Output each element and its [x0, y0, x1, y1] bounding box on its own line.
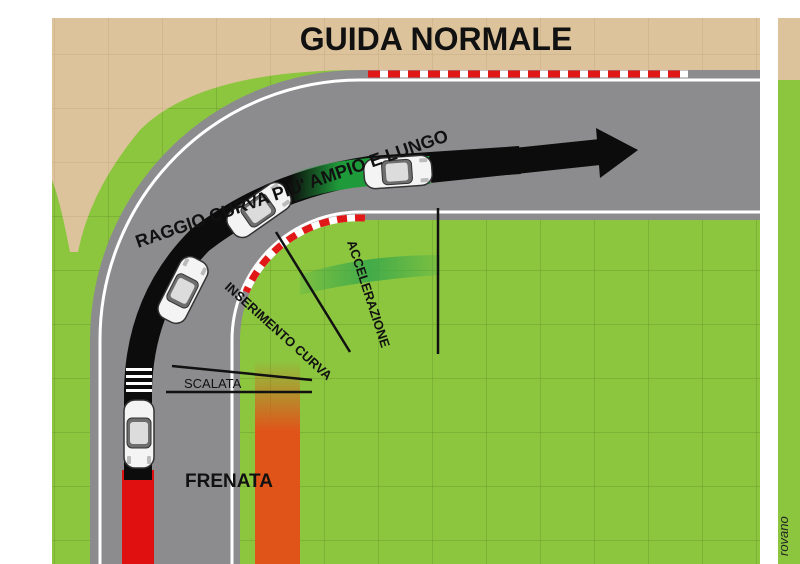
outer-edge-line	[98, 78, 760, 564]
right-edge-strip	[778, 18, 800, 564]
braking-band	[122, 470, 154, 564]
downshift-marker-top	[171, 364, 313, 382]
credit-text: rovano	[776, 516, 791, 556]
inner-curb	[242, 214, 366, 294]
arrow-head-icon	[596, 128, 638, 178]
turn-in-marker	[274, 231, 352, 353]
trajectory-arrow-shaft	[428, 139, 602, 183]
downshift-label: SCALATA	[184, 376, 242, 391]
inner-braking-band	[255, 360, 300, 564]
inner-edge-line	[230, 210, 760, 564]
car-icon	[123, 399, 155, 469]
track-map: RAGGIO CURVA PIU' AMPIO E LUNGO INSERIME…	[52, 18, 760, 564]
inner-acceleration-band	[300, 255, 440, 295]
braking-label: FRENATA	[185, 471, 273, 492]
downshift-stripes	[126, 368, 152, 392]
page-title: GUIDA NORMALE	[300, 21, 573, 57]
